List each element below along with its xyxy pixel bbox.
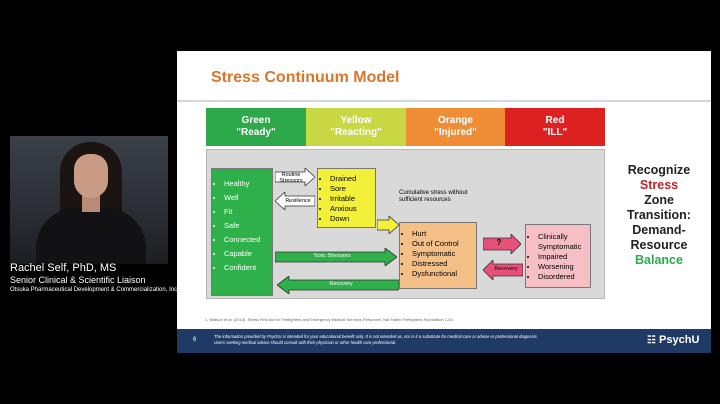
zone-name: Yellow bbox=[340, 115, 372, 126]
orange-zone-box: Hurt Out of Control Symptomatic Distress… bbox=[399, 222, 477, 289]
list-item: Disordered bbox=[538, 272, 590, 282]
footnote: 1. Watson et al. (2013). Stress First Ai… bbox=[205, 317, 454, 322]
text-line-balance: Balance bbox=[635, 253, 683, 267]
list-item: Impaired bbox=[538, 252, 590, 262]
presenter-video bbox=[10, 136, 168, 264]
zone-label: "ILL" bbox=[542, 127, 568, 138]
routine-stressors-label: Routine Stressors bbox=[279, 172, 303, 184]
text-line: Recognize bbox=[627, 163, 691, 177]
list-item: Dysfunctional bbox=[412, 269, 476, 279]
green-zone-box: Healthy Well Fit Safe Connected Capable … bbox=[211, 168, 273, 296]
recovery-label: Recovery bbox=[329, 281, 353, 287]
title-divider bbox=[177, 100, 711, 102]
speaker-name: Rachel Self, PhD, MS bbox=[10, 262, 117, 274]
red-zone-box: Clinically Symptomatic Impaired Worsenin… bbox=[525, 224, 591, 288]
cumulative-stress-label: Cumulative stress without sufficient res… bbox=[399, 190, 468, 203]
disclaimer: The information provided by PsychU is in… bbox=[214, 334, 538, 345]
toxic-stressors-arrow bbox=[275, 248, 397, 266]
text-line: Transition: bbox=[627, 208, 691, 222]
question-arrow bbox=[483, 234, 521, 254]
list-item: Fit bbox=[224, 207, 272, 217]
list-item: Down bbox=[330, 214, 375, 224]
text-line-stress: Stress bbox=[639, 178, 679, 192]
list-item: Irritable bbox=[330, 194, 375, 204]
list-item: Clinically Symptomatic bbox=[538, 232, 590, 252]
list-item: Healthy bbox=[224, 179, 272, 189]
list-item: Distressed bbox=[412, 259, 476, 269]
logo-icon: ☷ bbox=[647, 335, 656, 346]
list-item: Confident bbox=[224, 263, 272, 273]
zone-red-header: Red "ILL" bbox=[505, 108, 605, 146]
list-item: Connected bbox=[224, 235, 272, 245]
zone-label: "Injured" bbox=[434, 127, 477, 138]
speaker-title: Senior Clinical & Scientific Liaison bbox=[10, 275, 146, 285]
zone-name: Red bbox=[545, 115, 565, 126]
slide: Stress Continuum Model Green "Ready" Yel… bbox=[177, 51, 711, 353]
list-item: Capable bbox=[224, 249, 272, 259]
text-line: Demand- bbox=[632, 223, 686, 237]
recovery-red-label: Recovery bbox=[494, 266, 518, 272]
list-item: Hurt bbox=[412, 229, 476, 239]
list-item: Sore bbox=[330, 184, 375, 194]
recognize-stress-text: Recognize Stress Zone Transition: Demand… bbox=[611, 163, 707, 268]
list-item: Worsening bbox=[538, 262, 590, 272]
resilience-arrow bbox=[275, 192, 315, 210]
resilience-label: Resilience bbox=[285, 198, 311, 204]
zone-name: Orange bbox=[437, 115, 473, 126]
recovery-arrow bbox=[277, 276, 399, 294]
logo-text: PsychU bbox=[659, 334, 700, 346]
zone-orange-header: Orange "Injured" bbox=[406, 108, 505, 146]
zone-label: "Ready" bbox=[236, 127, 276, 138]
slide-footer: 6 The information provided by PsychU is … bbox=[177, 329, 711, 353]
yellow-zone-box: Drained Sore Irritable Anxious Down bbox=[317, 168, 376, 228]
question-label: ? bbox=[496, 238, 502, 247]
zone-green-header: Green "Ready" bbox=[206, 108, 306, 146]
list-item: Drained bbox=[330, 174, 375, 184]
list-item: Well bbox=[224, 193, 272, 203]
list-item: Anxious bbox=[330, 204, 375, 214]
text-line: Resource bbox=[630, 238, 688, 252]
toxic-stressors-label: Toxic Stressors bbox=[313, 253, 351, 259]
speaker-organization: Otsuka Pharmaceutical Development & Comm… bbox=[10, 287, 179, 293]
zone-label: "Reacting" bbox=[330, 127, 382, 138]
page-number: 6 bbox=[193, 337, 197, 343]
continuum-diagram: Healthy Well Fit Safe Connected Capable … bbox=[206, 149, 605, 299]
zone-name: Green bbox=[241, 115, 271, 126]
list-item: Safe bbox=[224, 221, 272, 231]
text-line: Zone bbox=[644, 193, 674, 207]
yellow-to-orange-arrow bbox=[377, 216, 399, 234]
zone-yellow-header: Yellow "Reacting" bbox=[306, 108, 406, 146]
slide-title: Stress Continuum Model bbox=[211, 69, 400, 86]
psychu-logo: ☷ PsychU bbox=[647, 334, 699, 346]
list-item: Out of Control bbox=[412, 239, 476, 249]
routine-stressors-arrow bbox=[275, 168, 315, 186]
recovery-red-arrow bbox=[483, 260, 523, 280]
list-item: Symptomatic bbox=[412, 249, 476, 259]
